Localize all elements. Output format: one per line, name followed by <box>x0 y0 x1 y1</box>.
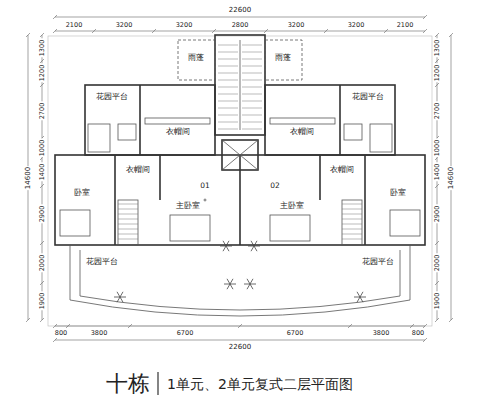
dimension-label: 2900 <box>434 205 441 224</box>
room-label: 雨蓬 <box>187 54 205 62</box>
dimension-label: 14600 <box>25 166 32 190</box>
dimension-label: 2100 <box>396 22 415 29</box>
dimension-label: 6700 <box>286 330 305 337</box>
dimension-label: 3800 <box>372 330 391 337</box>
dimension-label: 2000 <box>39 254 46 273</box>
plan-caption: 1单元、2单元复式二层平面图 <box>166 377 354 391</box>
plan-title: 十栋 <box>105 373 151 395</box>
room-label: 衣帽间 <box>289 128 315 136</box>
dimension-label: 2000 <box>434 254 441 273</box>
room-label: 主卧室 <box>279 202 305 210</box>
dimension-label: 1900 <box>434 292 441 311</box>
dimension-label: 800 <box>54 330 68 337</box>
dimension-label: 3200 <box>347 22 366 29</box>
dimension-label: 2700 <box>434 102 441 121</box>
room-label: 01 <box>199 182 211 190</box>
dimension-label: 1300 <box>39 39 46 58</box>
dimension-label: 3800 <box>90 330 109 337</box>
dimension-label: 6700 <box>176 330 195 337</box>
dimension-label: 3200 <box>287 22 306 29</box>
room-label: 主卧室 <box>175 202 201 210</box>
dimension-label: 2100 <box>65 22 84 29</box>
room-label: 衣帽间 <box>125 166 151 174</box>
dimension-label: 22600 <box>228 344 252 351</box>
dimension-label: 1000 <box>39 139 46 158</box>
dimension-label: 2700 <box>39 102 46 121</box>
room-label: 卧室 <box>389 189 407 197</box>
dimension-label: 1400 <box>434 163 441 182</box>
dimension-label: 3200 <box>115 22 134 29</box>
dimension-label: 3200 <box>175 22 194 29</box>
dimension-label: 2800 <box>231 22 250 29</box>
dimension-label: 1300 <box>434 39 441 58</box>
dimension-label: 2900 <box>39 205 46 224</box>
dimension-label: 1900 <box>39 292 46 311</box>
room-label: 衣帽间 <box>165 128 191 136</box>
dimension-label: 800 <box>411 330 425 337</box>
room-label: 花园平台 <box>95 93 129 101</box>
dimension-label: 1400 <box>39 163 46 182</box>
room-label: 雨蓬 <box>274 54 292 62</box>
dimension-label: 1000 <box>434 139 441 158</box>
dimension-label: 1200 <box>39 64 46 83</box>
room-label: 卧室 <box>73 189 91 197</box>
room-label: 衣帽间 <box>329 166 355 174</box>
dimension-label: 14600 <box>448 166 455 190</box>
room-label: 花园平台 <box>351 93 385 101</box>
room-label: 花园平台 <box>361 258 395 266</box>
room-label: 02 <box>269 182 281 190</box>
room-label: 花园平台 <box>85 258 119 266</box>
dimension-label: 22600 <box>228 7 252 14</box>
dimension-label: 1200 <box>434 64 441 83</box>
